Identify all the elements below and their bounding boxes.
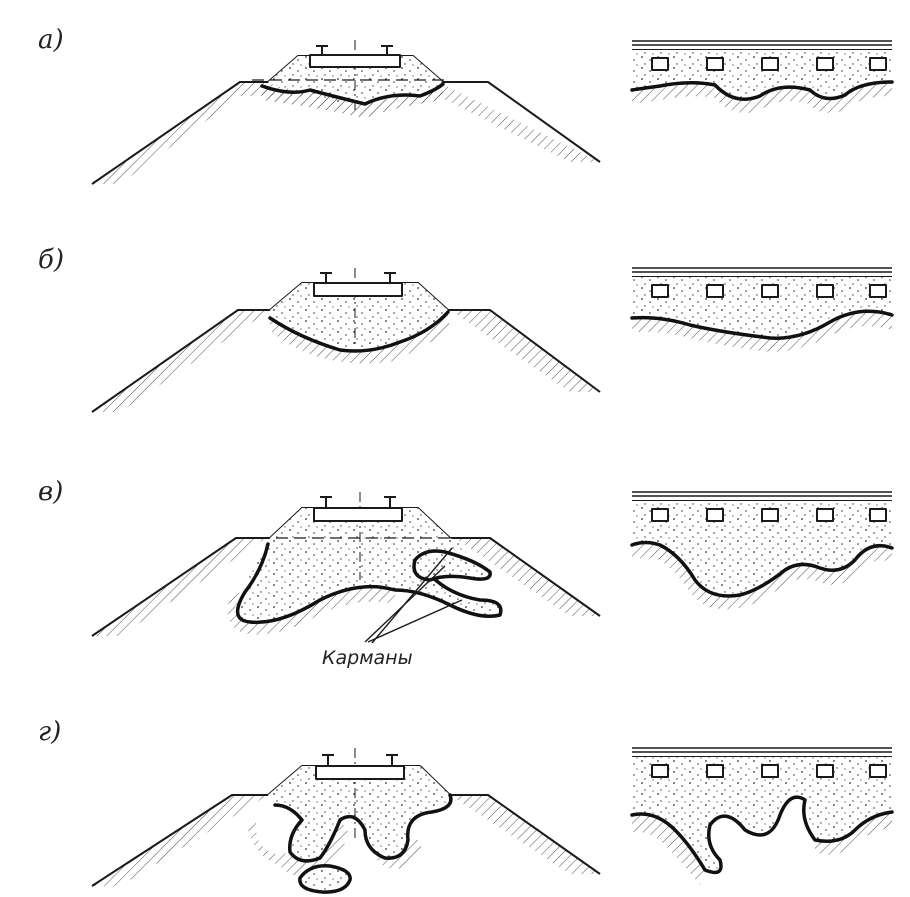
- panel-b: б): [38, 245, 894, 413]
- longitudinal-section-b: [630, 267, 894, 352]
- longitudinal-section-g: [630, 747, 894, 885]
- cross-section-v: Карманы: [91, 492, 601, 669]
- panel-g: г): [38, 717, 894, 894]
- pockets-label: Карманы: [322, 647, 413, 669]
- longitudinal-section-v: [630, 491, 894, 610]
- panel-label-a: а): [38, 25, 64, 55]
- panel-label-g: г): [38, 717, 61, 747]
- cross-section-b: [91, 268, 601, 413]
- panel-label-v: в): [38, 477, 63, 507]
- panel-label-b: б): [38, 245, 64, 275]
- panel-a: а): [38, 25, 894, 185]
- panel-v: в) Карманы: [38, 477, 894, 669]
- longitudinal-section-a: [630, 40, 894, 114]
- cross-section-a: [91, 40, 601, 185]
- cross-section-g: [91, 748, 601, 894]
